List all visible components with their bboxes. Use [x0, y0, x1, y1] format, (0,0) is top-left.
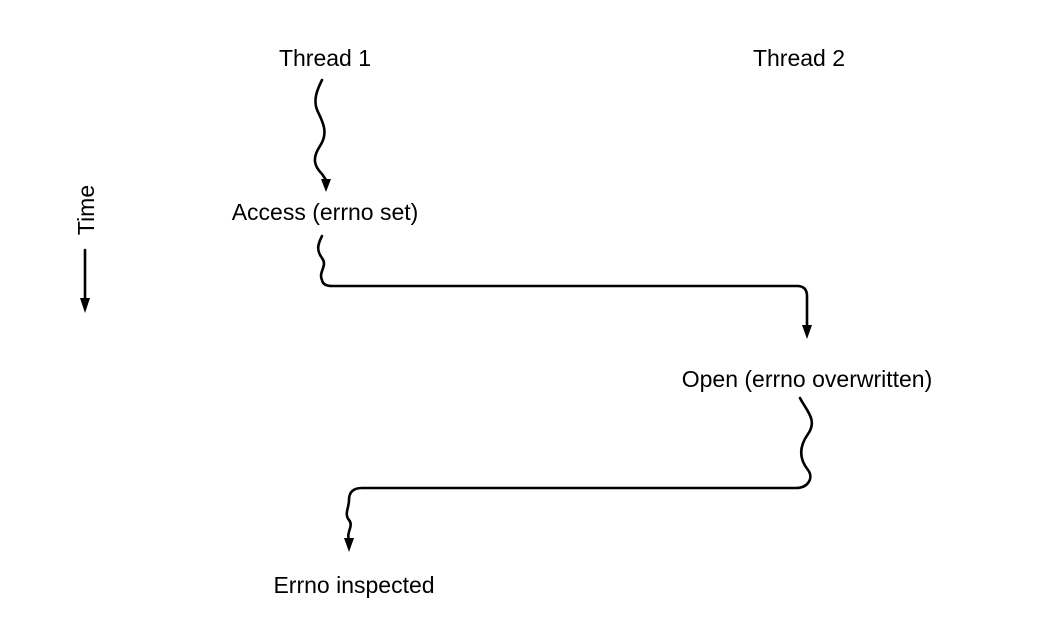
- time-axis-label: Time: [73, 185, 99, 235]
- thread-1-execution-segment: [313, 78, 331, 192]
- context-switch-to-thread-1: [344, 396, 814, 552]
- switch-2-path: [345, 396, 814, 542]
- time-axis: Time: [73, 185, 99, 313]
- time-axis-arrowhead: [80, 298, 90, 313]
- switch-1-path: [316, 234, 809, 328]
- event-inspected-label: Errno inspected: [273, 572, 434, 598]
- thread-1-header: Thread 1: [279, 45, 371, 71]
- context-switch-to-thread-2: [316, 234, 812, 339]
- event-open-label: Open (errno overwritten): [682, 366, 933, 392]
- thread-1-squiggle: [313, 78, 328, 182]
- thread-1-arrowhead: [321, 179, 331, 192]
- thread-2-header: Thread 2: [753, 45, 845, 71]
- switch-2-arrowhead: [344, 538, 354, 552]
- switch-1-arrowhead: [802, 325, 812, 339]
- event-access-label: Access (errno set): [232, 199, 419, 225]
